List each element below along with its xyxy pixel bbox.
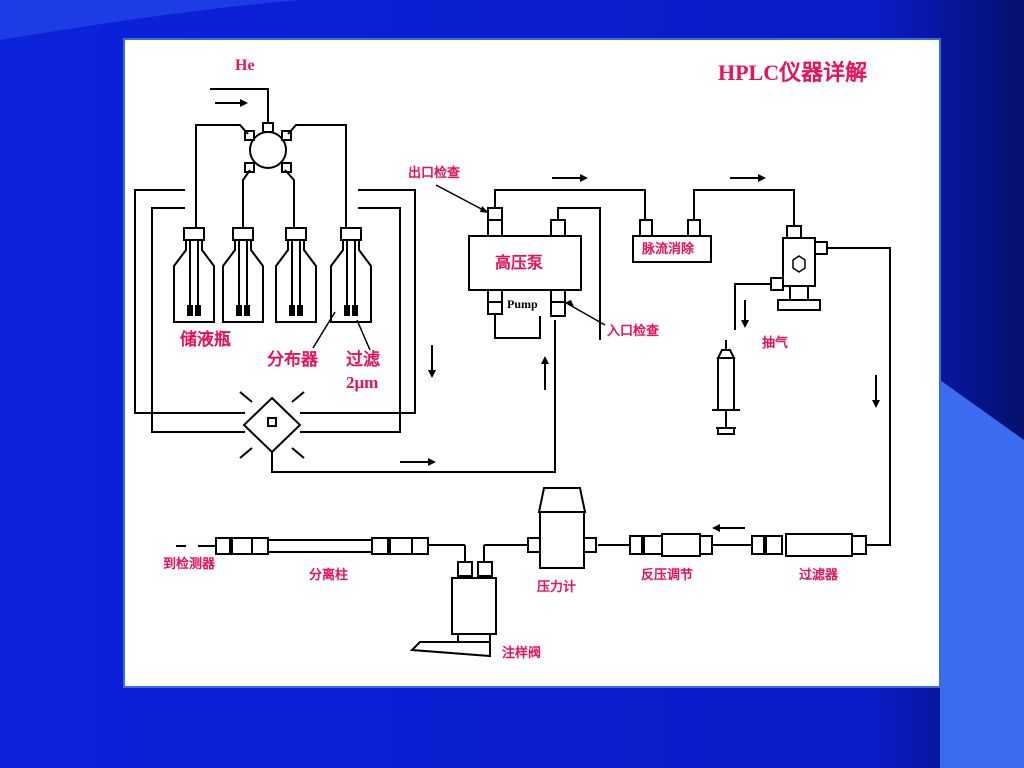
label-filter-size: 2μm [346,373,379,392]
selection-valve [239,391,305,459]
diagram-panel [123,38,941,688]
label-pump: Pump [507,297,538,311]
he-line [210,88,269,125]
gas-distributor [249,131,287,169]
label-outlet-check: 出口检查 [408,166,461,181]
label-injection-valve: 注样阀 [502,646,542,661]
label-degas: 抽气 [762,336,789,351]
pulse-damper-box [632,235,712,263]
back-pressure-regulator [661,533,701,557]
label-back-pressure: 反压调节 [641,568,694,583]
decor-shape [940,380,1024,768]
separation-column [268,539,372,553]
pump-body [468,235,582,291]
injection-valve-body [451,577,497,635]
hplc-diagram [134,88,891,658]
inline-filter [785,533,853,557]
slide-title: HPLC仪器详解 [718,60,868,85]
label-to-detector: 到检测器 [163,557,216,572]
label-filter-bottom: 过滤器 [799,568,839,583]
label-pulse-damper: 脉流消除 [642,242,695,257]
purge-valve-body [782,237,816,287]
he-arrow-head [240,99,248,107]
label-high-pressure-pump: 高压泵 [495,253,544,272]
syringe [712,340,740,435]
label-he: He [235,57,255,74]
reservoir-bottles [173,227,372,323]
label-inlet-check: 入口检查 [607,324,660,339]
label-filter-top: 过滤 [346,350,380,370]
pressure-gauge-body [539,511,585,569]
label-reservoir: 储液瓶 [180,330,231,350]
label-column: 分离柱 [309,568,349,583]
decor-arc [0,0,300,40]
label-pressure-gauge: 压力计 [537,580,577,595]
label-distributor: 分布器 [267,350,318,370]
